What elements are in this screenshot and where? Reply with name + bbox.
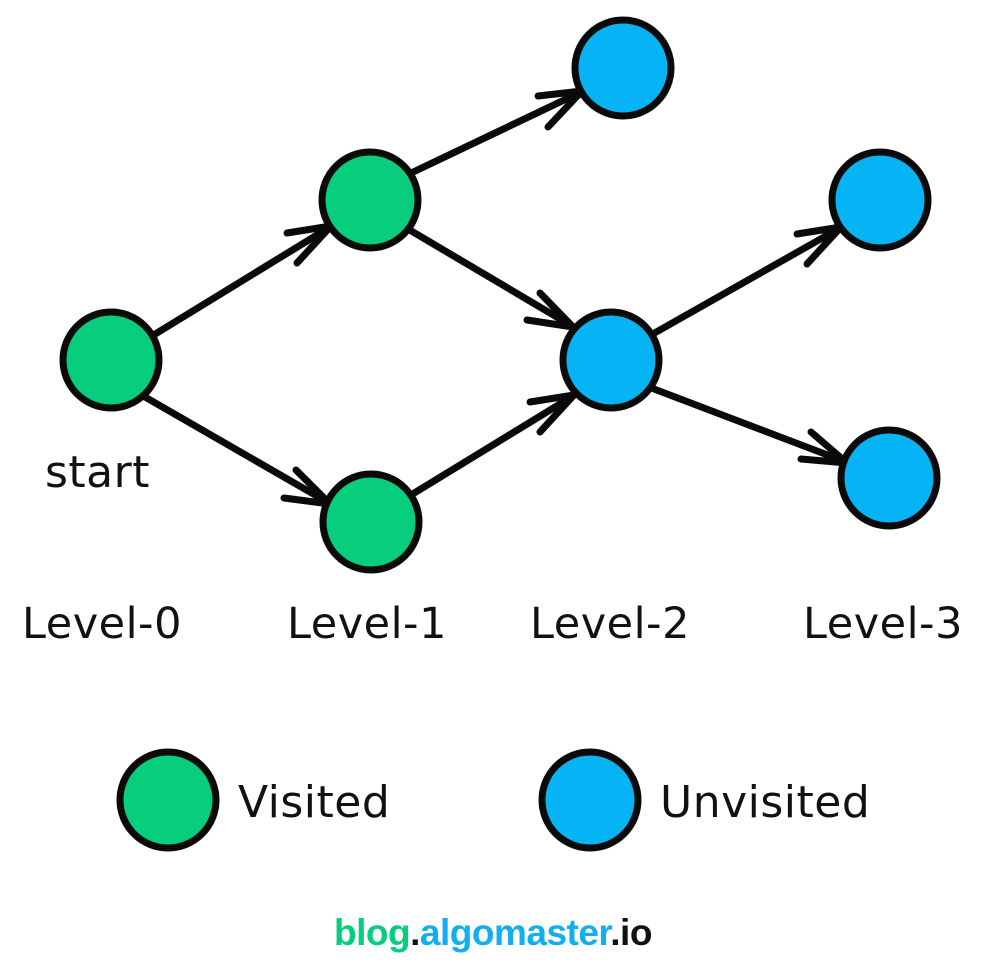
graph-node-level1-top[interactable] [318, 148, 422, 252]
arrowhead-barb-upper [793, 223, 845, 238]
arrowhead-barb-upper [534, 87, 586, 100]
legend-swatch-unvisited [538, 748, 642, 852]
edge-line [650, 385, 850, 466]
graph-node-level3-bottom[interactable] [837, 426, 941, 530]
arrowhead-barb-lower [544, 87, 586, 131]
arrowhead-barb-lower [536, 391, 578, 436]
edge-level2-mid-to-level3-top [647, 223, 845, 339]
arrowhead-barb-lower [293, 222, 335, 267]
edge-line [405, 88, 585, 178]
graph-node-level1-bottom[interactable] [319, 470, 423, 574]
arrowhead-barb-upper [523, 316, 577, 331]
arrowhead-barb-lower [292, 466, 334, 508]
edges-group [141, 87, 851, 508]
legend-group: Visited Unvisited [116, 748, 870, 852]
watermark-dot: . [410, 912, 420, 953]
edge-line [647, 224, 844, 339]
arrowhead-barb-upper [283, 222, 335, 237]
graph-node-level3-top[interactable] [828, 148, 932, 252]
edge-line [141, 393, 333, 507]
graph-node-level2-mid[interactable] [559, 308, 663, 412]
watermark-blog: blog [334, 912, 411, 953]
edge-line [407, 392, 577, 499]
arrowhead-barb-upper [280, 494, 334, 508]
legend-item-visited: Visited [116, 748, 390, 852]
edge-level1-top-to-level2-mid [404, 225, 577, 331]
start-label: start [45, 447, 150, 498]
edge-level1-bottom-to-level2-mid [407, 391, 578, 499]
watermark-algomaster: algomaster [419, 912, 611, 953]
edge-level1-top-to-level2-top [405, 87, 586, 178]
level-label-1: Level-1 [287, 599, 447, 649]
arrowhead-barb-lower [803, 223, 845, 268]
level-label-3: Level-3 [803, 599, 963, 649]
level-label-0: Level-0 [22, 599, 182, 649]
edge-level2-mid-to-level3-bottom [650, 385, 851, 467]
edge-start-to-level1-bottom [141, 393, 334, 508]
edge-line [148, 223, 334, 340]
graph-node-start[interactable] [59, 308, 163, 412]
nodes-group [59, 16, 941, 574]
graph-node-level2-top[interactable] [571, 16, 675, 120]
edge-line [404, 225, 576, 330]
arrowhead-barb-upper [526, 391, 578, 406]
level-labels-group: Level-0 Level-1 Level-2 Level-3 [22, 599, 963, 649]
arrowhead-barb-lower [536, 289, 577, 331]
legend-label-visited: Visited [238, 777, 390, 828]
arrowhead-barb-upper [797, 455, 851, 467]
watermark-brand: blog.algomaster.io [0, 912, 986, 954]
arrowhead-barb-lower [807, 428, 851, 467]
edge-start-to-level1-top [148, 222, 335, 340]
legend-swatch-visited [116, 748, 220, 852]
level-label-2: Level-2 [530, 599, 690, 649]
legend-item-unvisited: Unvisited [538, 748, 870, 852]
legend-label-unvisited: Unvisited [660, 777, 870, 828]
watermark-io: .io [610, 912, 652, 953]
